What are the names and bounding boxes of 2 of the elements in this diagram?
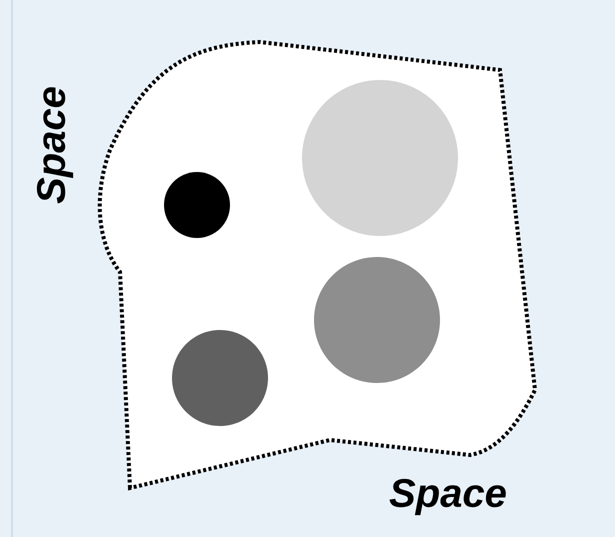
axis-label: Space xyxy=(36,87,74,204)
axis-label: Space xyxy=(390,478,506,516)
